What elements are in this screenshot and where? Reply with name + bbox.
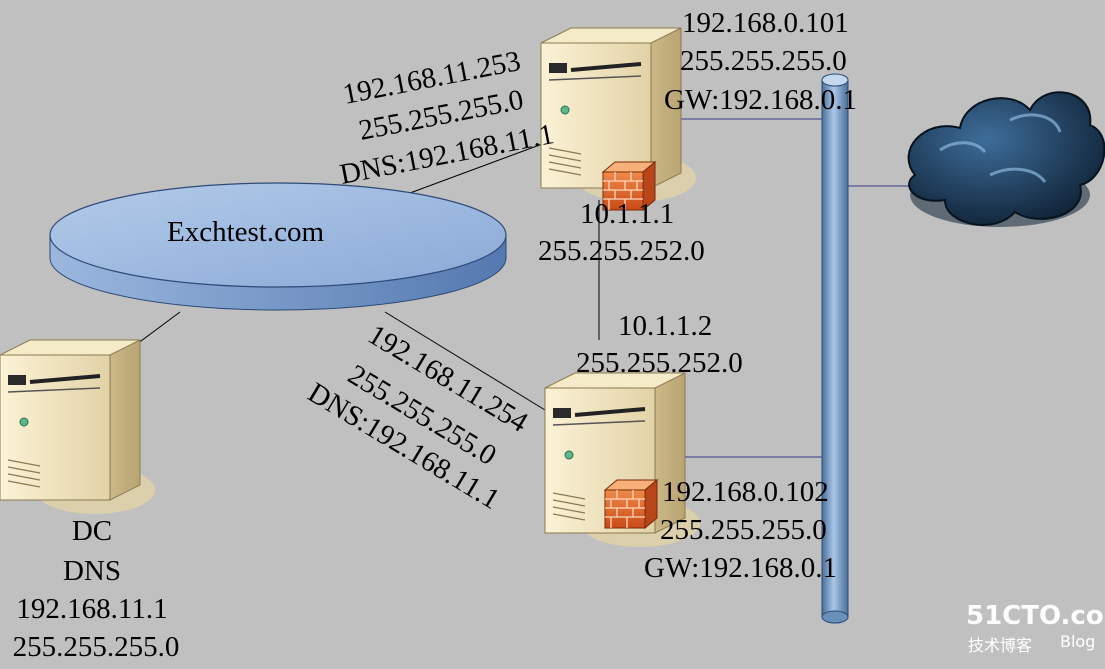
watermark-sub: 技术博客 (968, 636, 1032, 655)
link-ring-to-bottom-server (384, 311, 546, 411)
bottom-server-external-mask: 255.255.255.0 (660, 514, 827, 546)
dns-role-label: DNS (63, 555, 121, 587)
top-server-external-mask: 255.255.255.0 (680, 45, 847, 77)
dc-mask-label: 255.255.255.0 (13, 631, 180, 663)
bottom-server-external-gw: GW:192.168.0.1 (644, 552, 837, 584)
server-icon (0, 338, 157, 516)
dc-role-label: DC (72, 515, 112, 547)
watermark-tag: Blog (1060, 632, 1095, 651)
firewall-icon (604, 479, 658, 529)
top-server-link-mask: 255.255.252.0 (538, 235, 705, 267)
bottom-server-link-ip: 10.1.1.2 (618, 310, 712, 342)
bottom-server-external-ip: 192.168.0.102 (662, 476, 829, 508)
bottom-server-link-mask: 255.255.252.0 (576, 347, 743, 379)
backbone-pipe (821, 73, 849, 624)
link-ring-to-top-server (409, 142, 546, 194)
top-server-external-ip: 192.168.0.101 (682, 7, 849, 39)
domain-label: Exchtest.com (167, 216, 324, 248)
top-server-link-ip: 10.1.1.1 (580, 198, 674, 230)
watermark-brand: 51CTO.com (966, 601, 1105, 631)
cloud-icon (907, 91, 1105, 227)
watermark: 51CTO.com 技术博客 Blog (966, 601, 1105, 655)
network-ring (49, 182, 507, 311)
dc-ip-label: 192.168.11.1 (16, 593, 167, 625)
top-server-external-gw: GW:192.168.0.1 (664, 84, 857, 116)
